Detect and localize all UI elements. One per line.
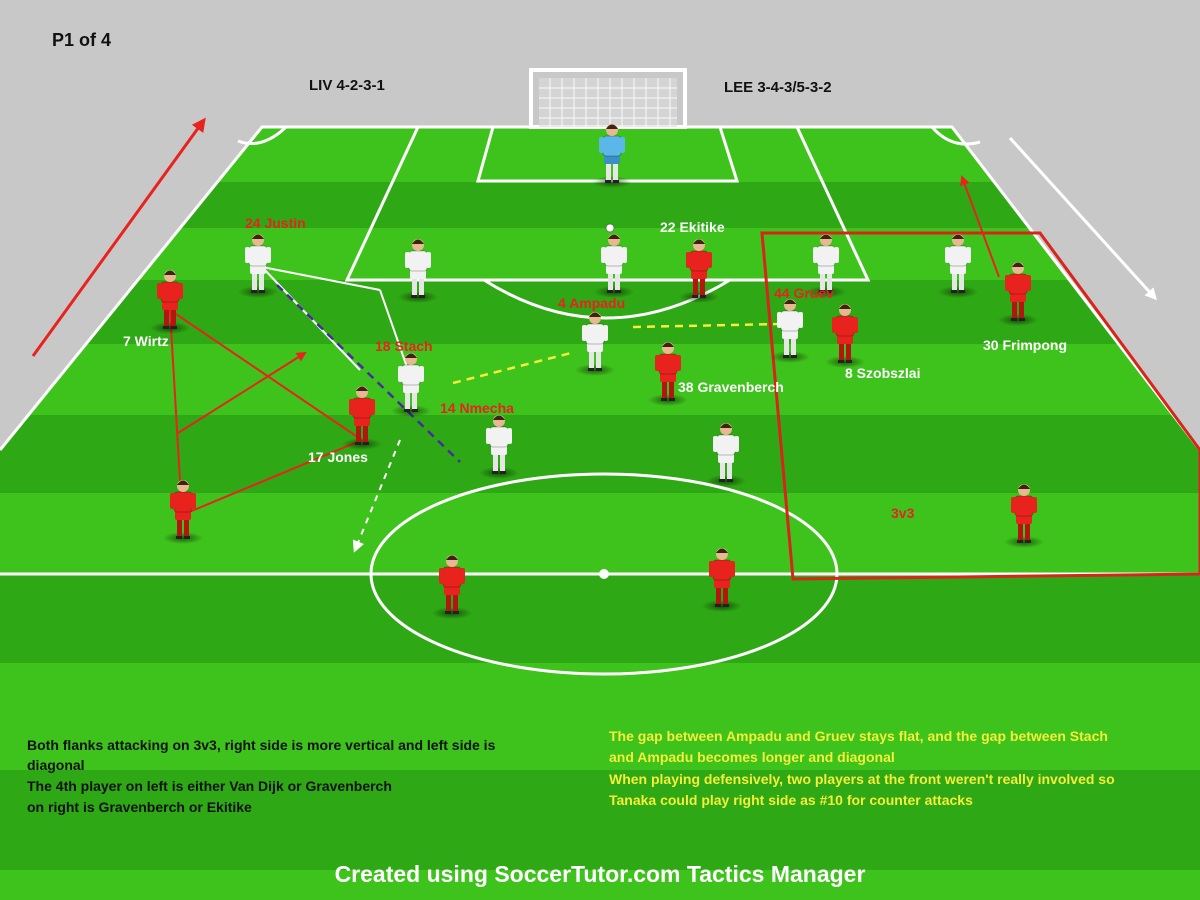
red-player-figure: [648, 342, 688, 406]
ball: [605, 223, 615, 233]
red-player-figure: [163, 480, 203, 544]
label-frimpong: 30 Frimpong: [983, 337, 1067, 353]
label-nmecha: 14 Nmecha: [440, 400, 514, 416]
white-player-figure: [398, 239, 438, 303]
red-player-figure: [342, 386, 382, 450]
label-justin: 24 Justin: [245, 215, 306, 231]
note-right-line: and Ampadu becomes longer and diagonal: [609, 749, 895, 765]
note-left-line: on right is Gravenberch or Ekitike: [27, 799, 252, 815]
player-labels: 24 Justin 22 Ekitike 4 Ampadu 44 Gruev 7…: [123, 215, 1067, 521]
note-left-line: The 4th player on left is either Van Dij…: [27, 778, 392, 794]
label-szoboszlai: 8 Szobszlai: [845, 365, 920, 381]
red-player-figure: [1004, 484, 1044, 548]
note-left-line: Both flanks attacking on 3v3, right side…: [27, 737, 496, 753]
label-stach: 18 Stach: [375, 338, 433, 354]
label-3v3: 3v3: [891, 505, 915, 521]
white-player-figure: [391, 353, 431, 417]
label-jones: 17 Jones: [308, 449, 368, 465]
white-player-figure: [575, 312, 615, 376]
notes-right: The gap between Ampadu and Gruev stays f…: [609, 728, 1115, 808]
goal: [529, 68, 687, 129]
note-right-line: When playing defensively, two players at…: [609, 771, 1115, 787]
red-player-figure: [825, 304, 865, 368]
note-left-line: diagonal: [27, 757, 85, 773]
notes-left: Both flanks attacking on 3v3, right side…: [27, 737, 496, 815]
white-player-figure: [238, 234, 278, 298]
note-right-line: Tanaka could play right side as #10 for …: [609, 792, 973, 808]
red-player-figure: [679, 239, 719, 303]
footer-credit: Created using SoccerTutor.com Tactics Ma…: [335, 861, 866, 887]
purple-dashed-line: [276, 284, 461, 463]
note-right-line: The gap between Ampadu and Gruev stays f…: [609, 728, 1108, 744]
white-player-figure: [706, 423, 746, 487]
red-player-figure: [702, 548, 742, 612]
label-wirtz: 7 Wirtz: [123, 333, 169, 349]
frimpong-run-arrow: [960, 175, 1000, 278]
red-player-figure: [432, 555, 472, 619]
label-gravenberch: 38 Gravenberch: [678, 379, 784, 395]
white-player-figure: [770, 299, 810, 363]
center-spot: [599, 569, 609, 579]
gap-lines: [452, 322, 781, 385]
label-gruev: 44 Gruev: [774, 285, 834, 301]
label-ampadu: 4 Ampadu: [558, 295, 625, 311]
white-player-figure: [479, 415, 519, 479]
goalkeeper-figure: [592, 124, 632, 188]
left-flank-arrow: [31, 117, 206, 357]
red-player-figure: [998, 262, 1038, 326]
players-layer: [150, 124, 1044, 619]
right-flank-arrow: [1008, 136, 1158, 301]
left-flank-triangle: [169, 309, 363, 516]
red-player-figure: [150, 270, 190, 334]
three-v-three-zone: [760, 231, 1200, 581]
white-player-figure: [806, 234, 846, 298]
white-player-figure: [938, 234, 978, 298]
home-formation: LIV 4-2-3-1: [309, 77, 385, 94]
away-formation: LEE 3-4-3/5-3-2: [724, 79, 832, 96]
white-player-figure: [594, 234, 634, 298]
page-label: P1 of 4: [52, 30, 111, 50]
label-ekitike: 22 Ekitike: [660, 219, 725, 235]
